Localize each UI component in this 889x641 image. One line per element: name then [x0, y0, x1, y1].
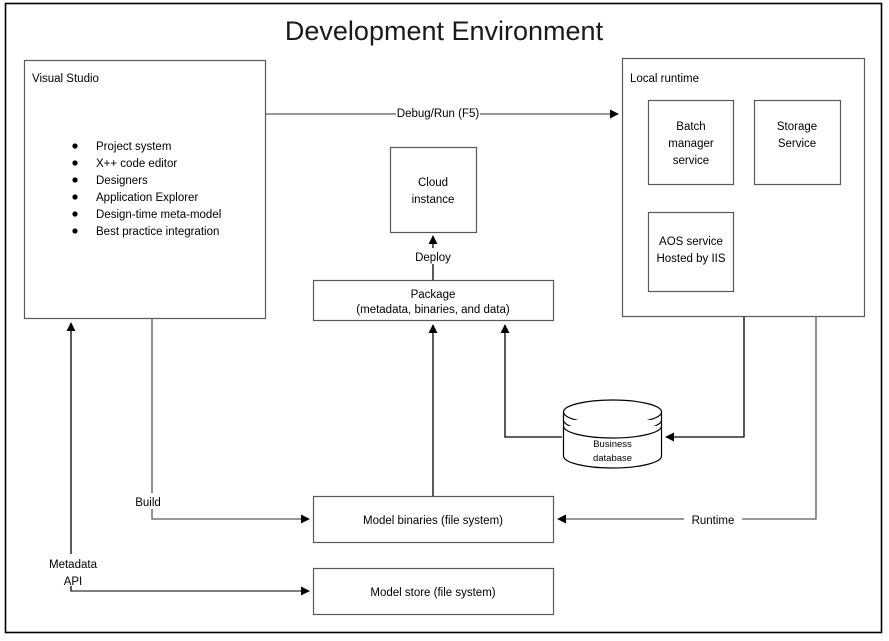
cloud-instance-box[interactable] — [389, 146, 478, 234]
package-label: Package — [411, 289, 456, 301]
business-database-label-line2: database — [593, 453, 632, 464]
storage-service-box[interactable] — [753, 99, 842, 186]
package-box[interactable] — [312, 279, 555, 322]
edge-deploy-label: Deploy — [415, 252, 451, 264]
model-store-label: Model store (file system) — [370, 587, 495, 599]
model-binaries-label: Model binaries (file system) — [363, 515, 503, 527]
bullet-dot — [72, 228, 78, 234]
bullet-dot — [72, 143, 78, 149]
batch-manager-service-box[interactable] — [647, 99, 735, 186]
edge-metadata-api-label-line2: API — [64, 576, 83, 588]
batch-manager-service-label-line3: service — [673, 155, 709, 167]
storage-service-label-line2: Service — [778, 138, 816, 150]
vs-item-design-time-meta-model: Design-time meta-model — [96, 209, 221, 221]
business-database-cylinder[interactable] — [562, 399, 663, 469]
edge-runtime — [557, 317, 817, 524]
bullet-dot — [72, 211, 78, 217]
vs-item-xpp-code-editor: X++ code editor — [96, 158, 177, 170]
page-title: Development Environment — [285, 16, 604, 46]
batch-manager-service-label-line2: manager — [668, 138, 714, 150]
visual-studio-label: Visual Studio — [32, 73, 99, 85]
aos-service-label-line2: Hosted by IIS — [656, 253, 725, 265]
edge-build-label: Build — [135, 497, 161, 509]
bullet-dot — [72, 160, 78, 166]
storage-service-label: Storage — [777, 121, 817, 133]
aos-service-label: AOS service — [659, 236, 723, 248]
vs-item-application-explorer: Application Explorer — [96, 192, 198, 204]
edge-label-bg — [42, 554, 104, 586]
cloud-instance-label-line2: instance — [412, 194, 455, 206]
edge-label-bg — [396, 104, 480, 120]
vs-item-best-practice-integration: Best practice integration — [96, 226, 219, 238]
edge-debug-run-label: Debug/Run (F5) — [397, 108, 480, 120]
edge-label-bg — [126, 493, 170, 509]
edge-metadata-api-label: Metadata — [49, 559, 98, 571]
business-database-label: Business — [593, 439, 632, 450]
edge-runtime-to-database — [665, 317, 745, 442]
visual-studio-box[interactable] — [23, 59, 267, 320]
batch-manager-service-label: Batch — [676, 121, 705, 133]
edge-label-bg — [409, 248, 457, 264]
aos-service-box[interactable] — [647, 211, 735, 293]
package-label-line2: (metadata, binaries, and data) — [356, 304, 510, 316]
cloud-instance-label: Cloud — [418, 177, 448, 189]
model-binaries-box[interactable] — [312, 495, 555, 544]
model-store-box[interactable] — [312, 567, 555, 616]
edge-build — [151, 319, 310, 524]
bullet-dot — [72, 194, 78, 200]
edge-database-to-package — [500, 324, 562, 438]
edge-label-bg — [684, 511, 742, 527]
vs-item-project-system: Project system — [96, 141, 171, 153]
local-runtime-label: Local runtime — [630, 73, 699, 85]
vs-item-designers: Designers — [96, 175, 148, 187]
bullet-dot — [72, 177, 78, 183]
edge-runtime-label: Runtime — [692, 515, 735, 527]
